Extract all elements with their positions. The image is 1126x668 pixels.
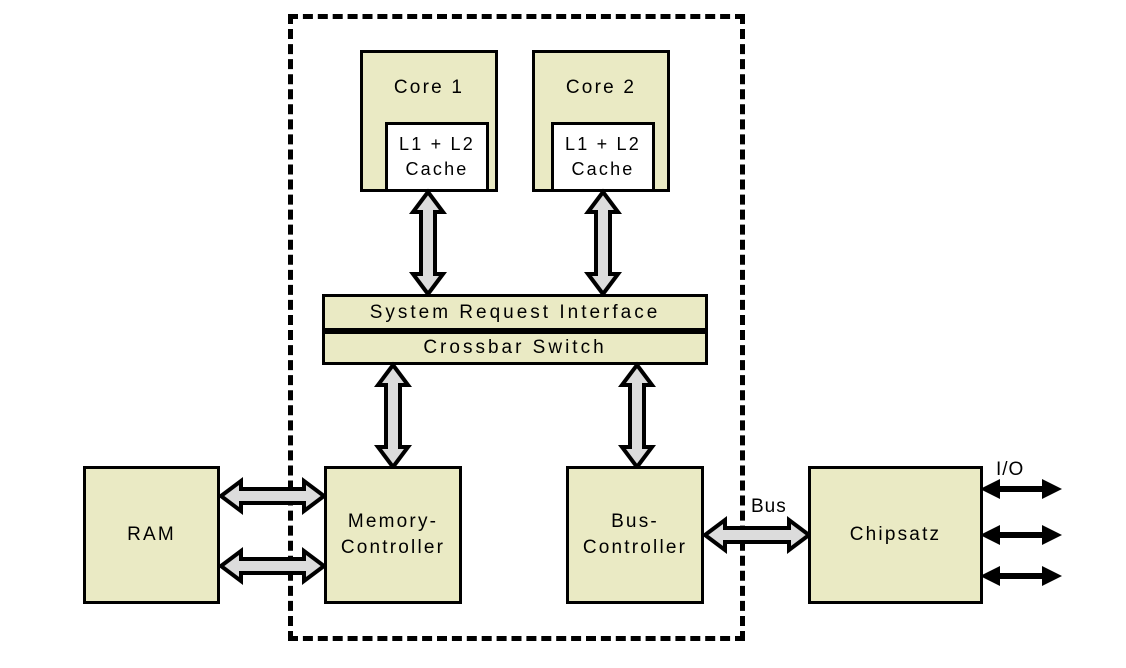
- io-label: I/O: [996, 459, 1025, 480]
- arrow-crossbar-to-memory-controller: [374, 361, 412, 471]
- block-bus-controller[interactable]: Bus- Controller: [566, 466, 704, 604]
- arrow-core1-to-sri: [409, 188, 447, 298]
- core-2-cache-label: L1 + L2 Cache: [565, 132, 641, 182]
- io-arrow-2: [980, 525, 1062, 545]
- block-system-request-interface[interactable]: System Request Interface: [322, 294, 708, 331]
- block-crossbar-switch[interactable]: Crossbar Switch: [322, 331, 708, 365]
- bus-connection-label: Bus: [751, 496, 787, 517]
- arrow-bus-controller-to-chipsatz: [701, 516, 813, 554]
- core-2-cache-box[interactable]: L1 + L2 Cache: [551, 122, 655, 192]
- memory-controller-line-2: Controller: [340, 537, 446, 558]
- core-1-label: Core 1: [393, 77, 465, 98]
- core-1-cache-label: L1 + L2 Cache: [399, 132, 475, 182]
- chipsatz-label: Chipsatz: [849, 524, 942, 546]
- io-arrow-3: [980, 566, 1062, 586]
- cache-line-1: L1 + L2: [565, 133, 641, 154]
- arrow-core2-to-sri: [584, 188, 622, 298]
- block-memory-controller[interactable]: Memory- Controller: [324, 466, 462, 604]
- memory-controller-label: Memory- Controller: [327, 509, 459, 560]
- ram-label: RAM: [127, 524, 176, 546]
- memory-controller-line-1: Memory-: [347, 511, 439, 533]
- system-request-interface-label: System Request Interface: [369, 301, 661, 323]
- cpu-die-boundary: [288, 14, 745, 641]
- crossbar-switch-label: Crossbar Switch: [423, 337, 607, 358]
- arrow-ram-to-memory-controller-upper: [217, 477, 328, 515]
- bus-controller-label: Bus- Controller: [569, 509, 701, 560]
- bus-controller-line-2: Controller: [582, 537, 688, 558]
- core-1-cache-box[interactable]: L1 + L2 Cache: [385, 122, 489, 192]
- arrow-ram-to-memory-controller-lower: [217, 547, 328, 585]
- block-ram[interactable]: RAM: [83, 466, 220, 604]
- cache-line-1: L1 + L2: [399, 133, 475, 154]
- block-chipsatz[interactable]: Chipsatz: [808, 466, 983, 604]
- cache-line-2: Cache: [405, 159, 469, 179]
- core-2-label: Core 2: [565, 77, 637, 98]
- bus-controller-line-1: Bus-: [611, 511, 659, 533]
- cache-line-2: Cache: [571, 159, 635, 179]
- io-arrow-1: [980, 479, 1062, 499]
- arrow-crossbar-to-bus-controller: [618, 361, 656, 471]
